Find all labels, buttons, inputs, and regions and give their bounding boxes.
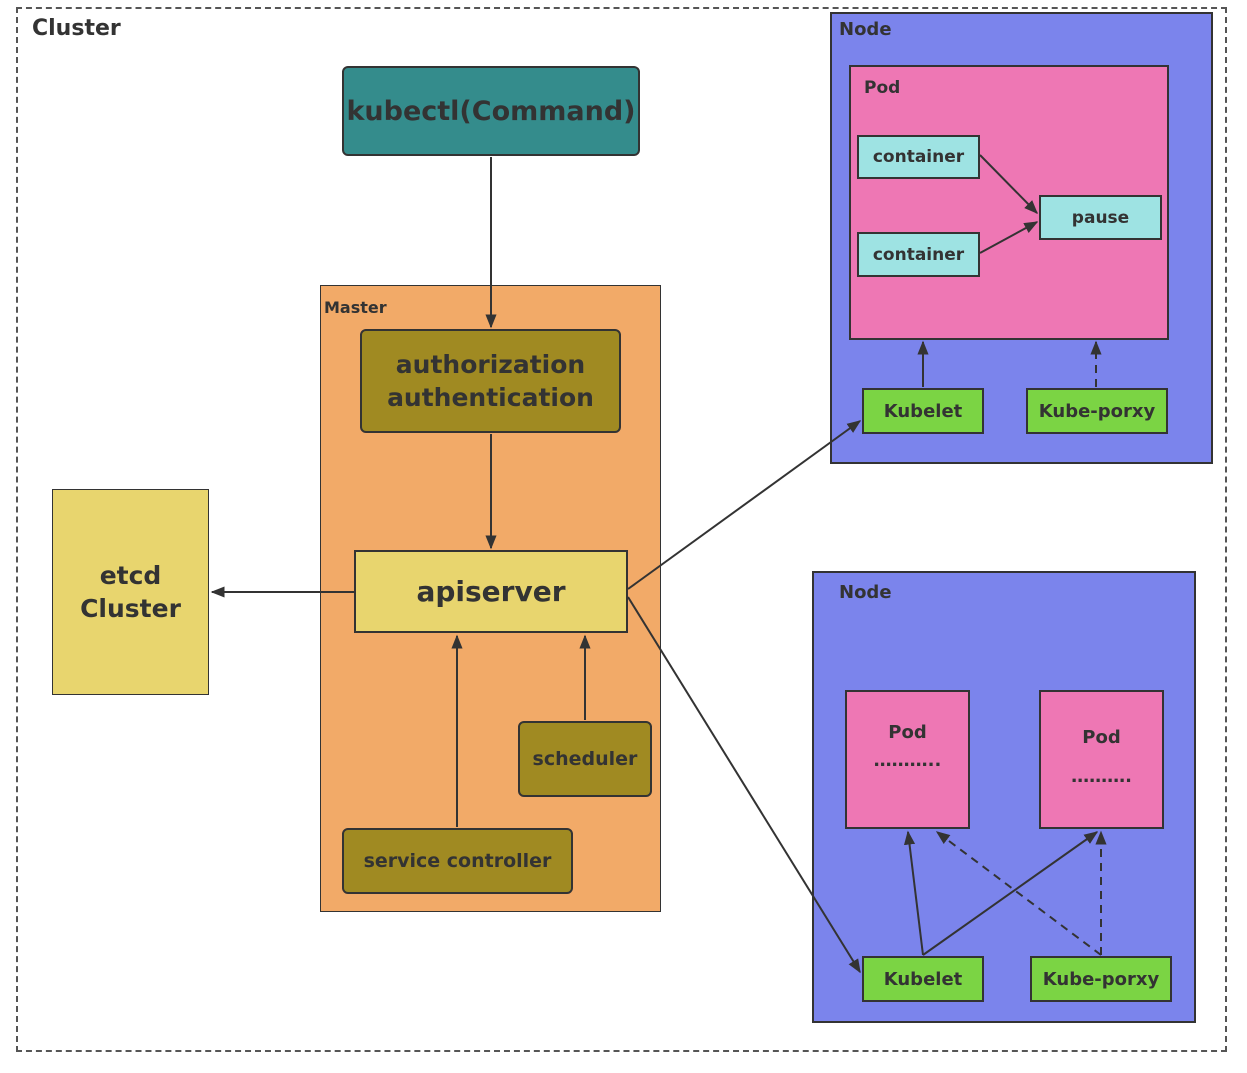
apiserver-to-node2-kubelet-arrow [627, 596, 861, 974]
pause-box: pause [1039, 195, 1162, 240]
container1-box: container [857, 135, 980, 179]
node1-pod-title: Pod [864, 78, 901, 98]
container2-box: container [857, 232, 980, 277]
kubectl-box: kubectl(Command) [342, 66, 640, 156]
node2-kube-proxy-box: Kube-porxy [1030, 956, 1172, 1002]
node2-pod-a-title: Pod [888, 722, 927, 743]
node1-kubelet-box: Kubelet [862, 388, 984, 434]
service-controller-box: service controller [342, 828, 573, 894]
node2-pod-b-box: Pod ………. [1039, 690, 1164, 829]
node2-kubelet-box: Kubelet [862, 956, 984, 1002]
master-title: Master [324, 298, 387, 317]
auth-line1: authorization [395, 350, 586, 379]
scheduler-box: scheduler [518, 721, 652, 797]
cluster-boundary [16, 7, 1227, 1052]
cluster-title: Cluster [32, 16, 121, 41]
etcd-line1: etcd [99, 561, 162, 590]
apiserver-to-node1-kubelet-arrow [627, 420, 862, 590]
etcd-line2: Cluster [80, 594, 181, 623]
container2-to-pause-arrow [979, 221, 1039, 254]
node1-title: Node [839, 19, 892, 40]
node2-pod-b-dots: ………. [1071, 766, 1132, 787]
node2-proxy-to-pod-a-arrow [935, 831, 1102, 956]
node1-kube-proxy-box: Kube-porxy [1026, 388, 1168, 434]
node2-kubelet-to-pod-b-arrow [922, 831, 1099, 956]
node2-kubelet-to-pod-a-arrow [903, 830, 924, 956]
node2-pod-a-dots: ……….. [873, 750, 942, 771]
auth-box: authorization authentication [360, 329, 621, 433]
node2-pod-a-box: Pod ……….. [845, 690, 970, 829]
node2-pod-b-title: Pod [1082, 727, 1121, 748]
etcd-cluster-box: etcd Cluster [52, 489, 209, 695]
node2-title: Node [839, 582, 892, 603]
auth-line2: authentication [387, 383, 594, 412]
apiserver-box: apiserver [354, 550, 628, 633]
container1-to-pause-arrow [979, 154, 1038, 214]
